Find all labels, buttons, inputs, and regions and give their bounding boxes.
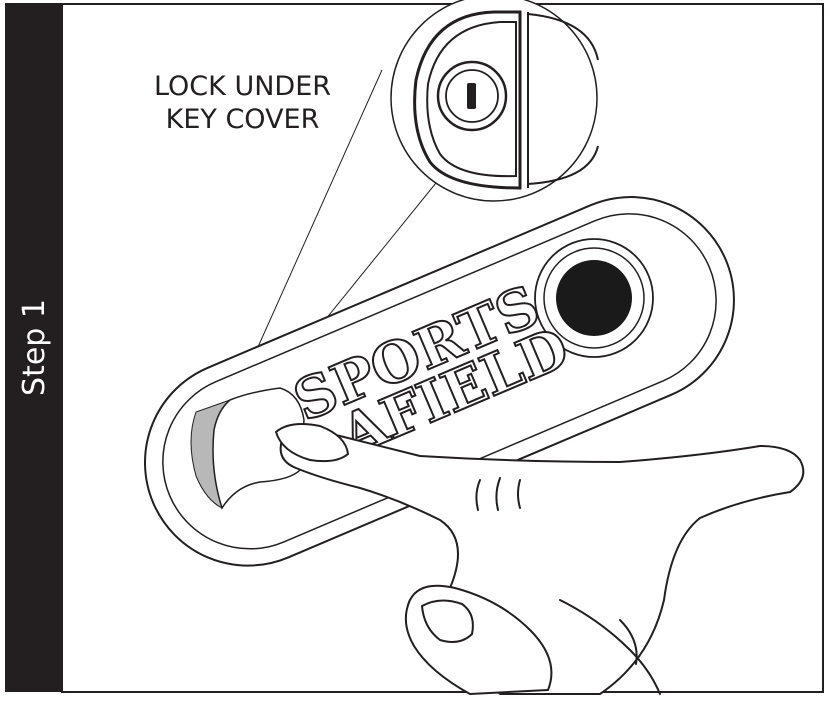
finger-crease-2 bbox=[495, 477, 501, 511]
thumb-nail bbox=[421, 599, 474, 643]
finger-crease bbox=[475, 479, 481, 511]
fingerprint-reader bbox=[534, 238, 654, 358]
hand-underside bbox=[559, 599, 661, 695]
finger-joint bbox=[619, 619, 638, 665]
callout-label: LOCK UNDER KEY COVER bbox=[150, 70, 335, 136]
finger-crease-3 bbox=[517, 479, 521, 509]
keyway bbox=[467, 83, 476, 109]
fingerprint-sensor bbox=[556, 260, 632, 336]
zoom-detail bbox=[390, 0, 599, 202]
frame-border bbox=[61, 3, 824, 693]
callout-line1: LOCK UNDER bbox=[153, 71, 332, 102]
finger-nail bbox=[275, 423, 349, 463]
key-cover bbox=[190, 387, 305, 510]
hand-palm bbox=[279, 430, 805, 695]
callout-line2: KEY COVER bbox=[165, 104, 320, 135]
hand bbox=[275, 423, 805, 695]
step-tab: Step 1 bbox=[5, 3, 63, 692]
